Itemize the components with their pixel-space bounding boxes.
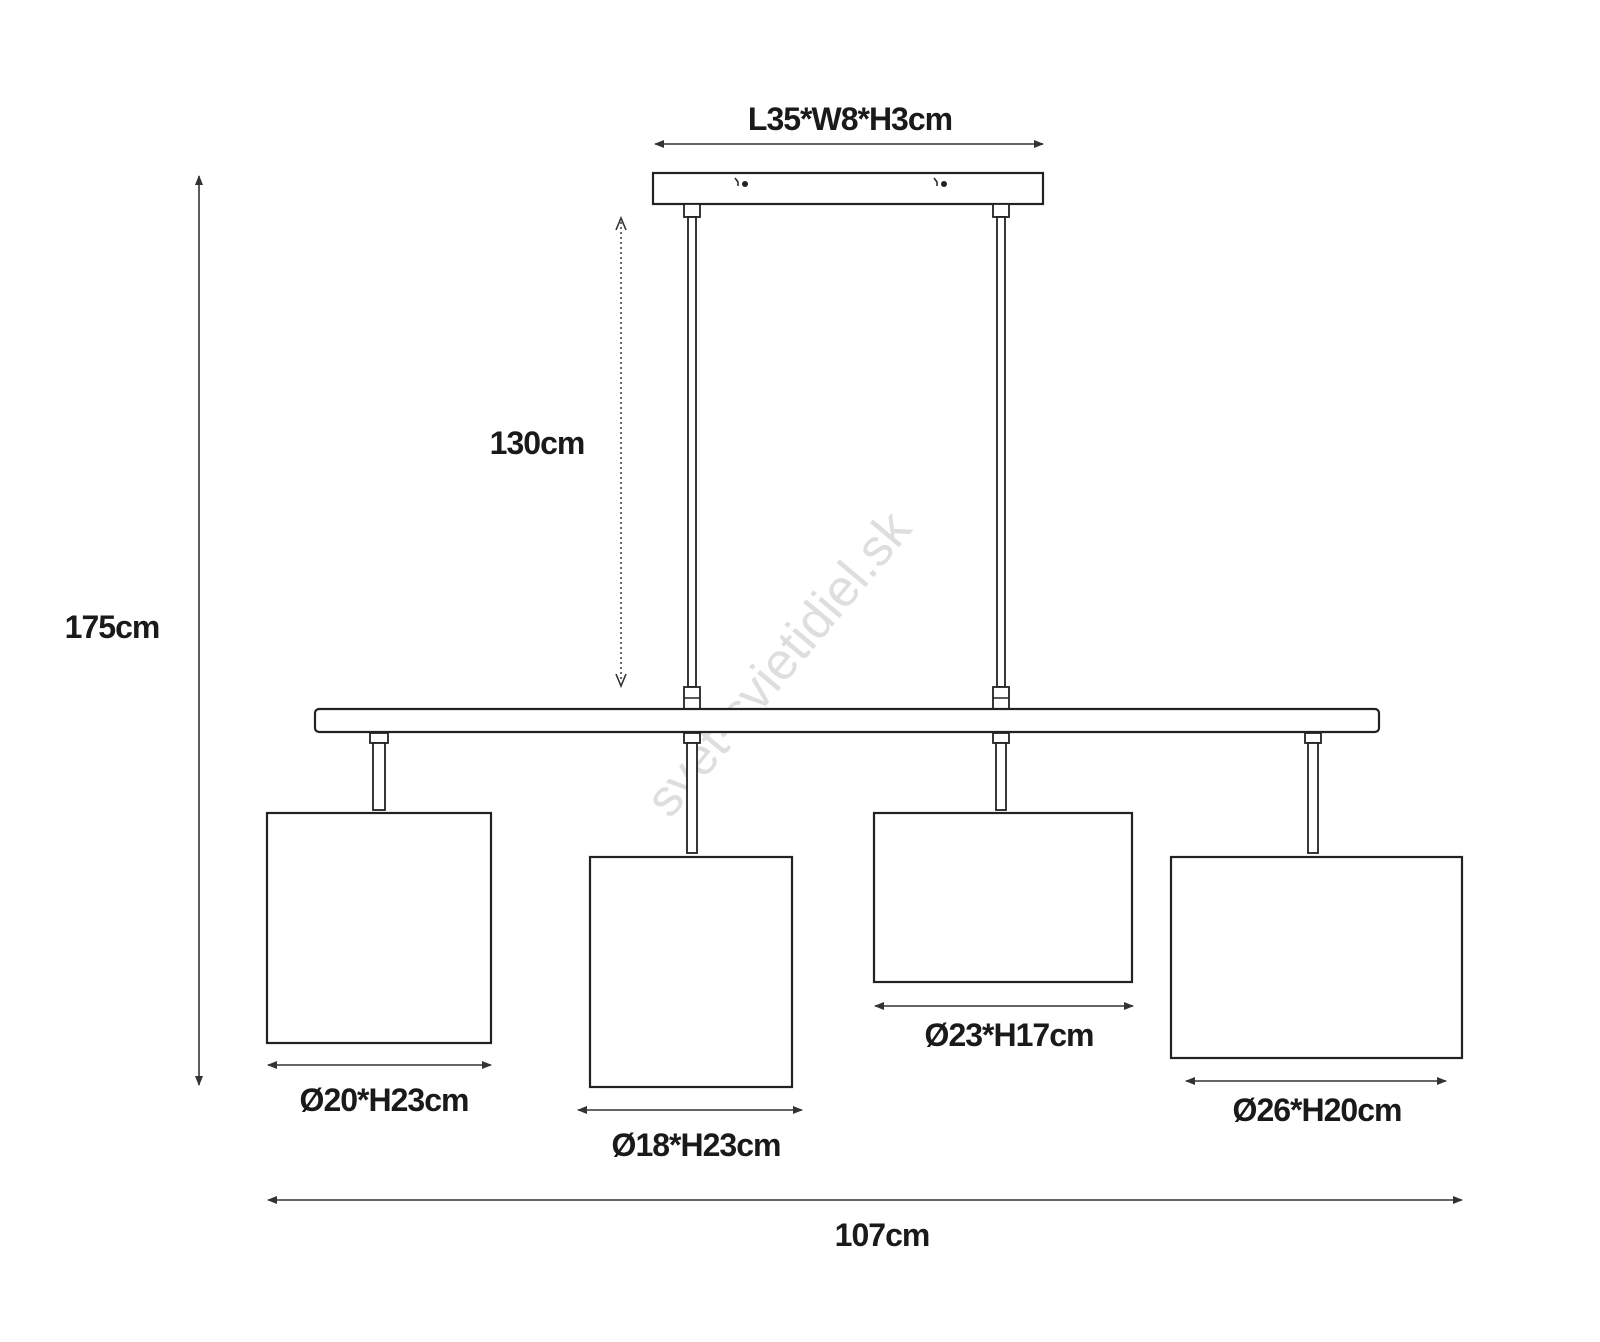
- lamp-shade-2: [588, 855, 794, 1089]
- canopy-dimension-label: L35*W8*H3cm: [748, 101, 952, 137]
- canopy-screw-left: [734, 177, 748, 187]
- lamp-shade-1: [265, 811, 493, 1045]
- shade-4-stem-connector: [1304, 732, 1322, 744]
- total-width-label: 107cm: [835, 1217, 930, 1253]
- shade-1-dimension-label: Ø20*H23cm: [300, 1082, 469, 1118]
- shade-4-dimension-label: Ø26*H20cm: [1233, 1092, 1402, 1128]
- shade-1-stem-connector: [369, 732, 389, 744]
- cable-length-label: 130cm: [490, 425, 585, 461]
- shade-1-stem: [372, 742, 386, 811]
- shade-2-dimension-label: Ø18*H23cm: [612, 1127, 781, 1163]
- watermark-text: svet-svietidiel.sk: [635, 500, 923, 828]
- shade-3-stem-connector: [992, 732, 1010, 744]
- ceiling-canopy: [651, 171, 1045, 206]
- shade-2-stem: [686, 742, 698, 854]
- lamp-shade-3: [872, 811, 1134, 984]
- shade-2-stem-connector: [683, 732, 701, 744]
- canopy-screw-right: [933, 177, 947, 187]
- suspension-connector-top-right: [992, 203, 1010, 218]
- shade-4-stem: [1307, 742, 1319, 854]
- total-height-label: 175cm: [65, 609, 160, 645]
- suspension-rod-right: [996, 216, 1006, 688]
- shade-3-stem: [995, 742, 1007, 811]
- shade-3-dimension-label: Ø23*H17cm: [925, 1017, 1094, 1053]
- lamp-shade-4: [1169, 855, 1464, 1060]
- suspension-rod-left: [687, 216, 697, 688]
- suspension-connector-top-left: [683, 203, 701, 218]
- main-horizontal-bar: [313, 707, 1381, 734]
